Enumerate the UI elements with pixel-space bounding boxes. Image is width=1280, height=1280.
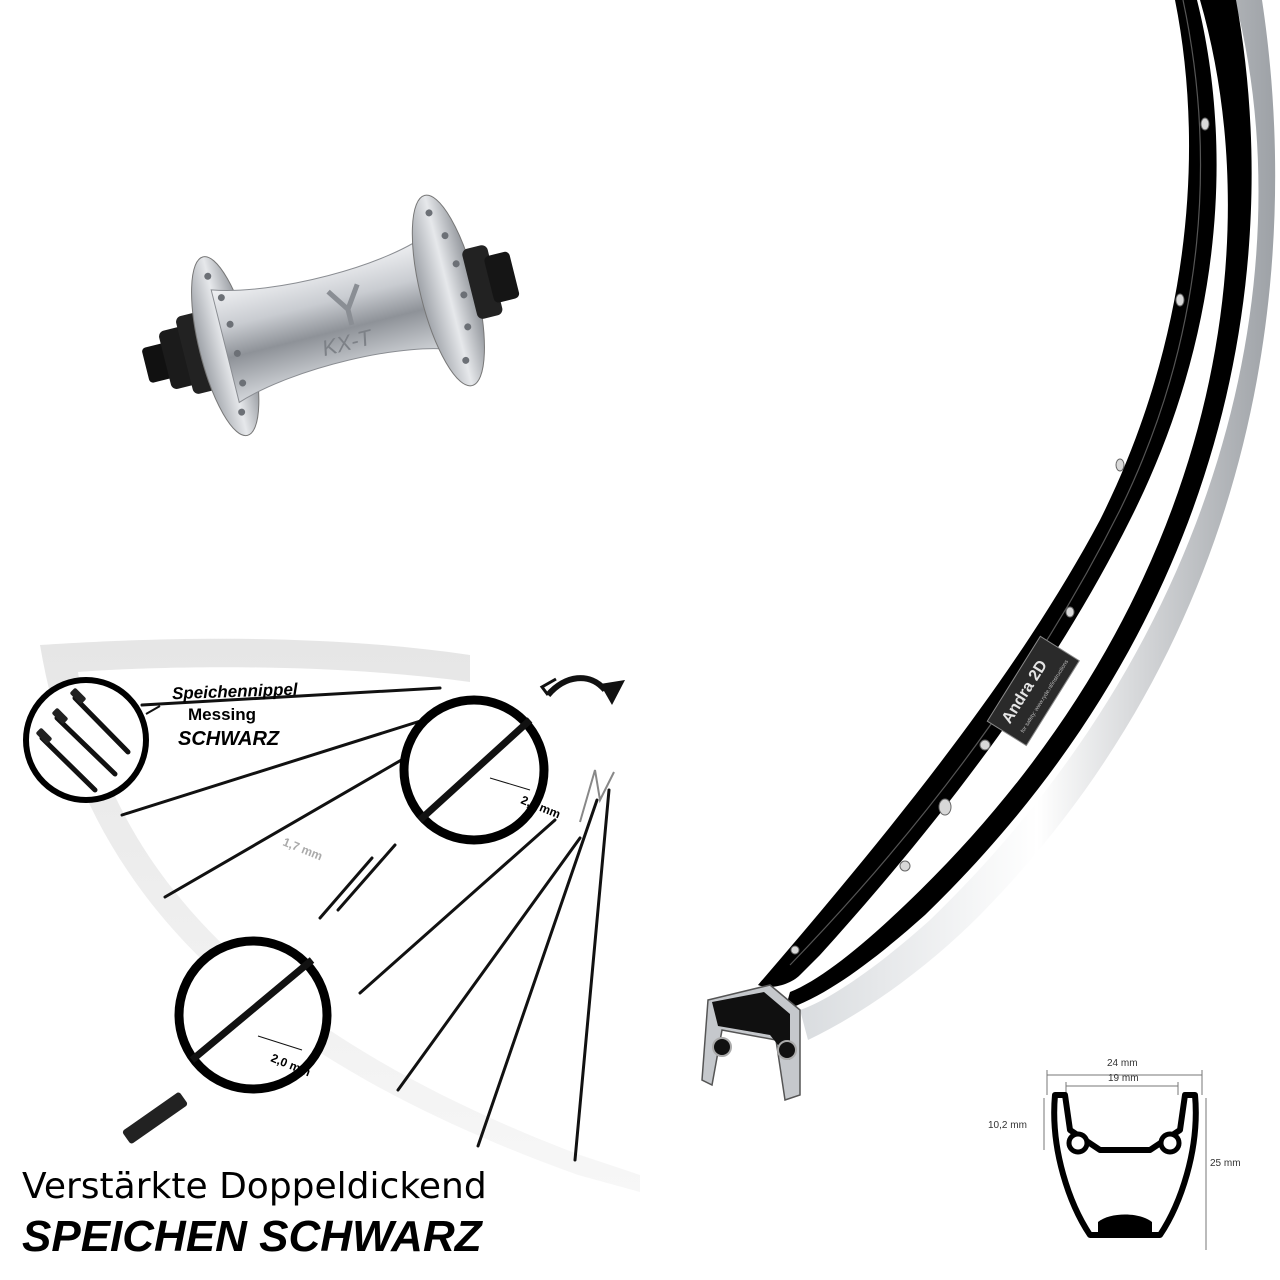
spoke-8 <box>318 856 374 920</box>
spoke-2 <box>163 753 412 899</box>
profile-outer-width: 24 mm <box>1107 1058 1138 1069</box>
headline-line-1: Verstärkte Doppeldickend <box>22 1166 487 1207</box>
spoke-9 <box>336 843 397 912</box>
nipple-label-3: SCHWARZ <box>178 728 280 750</box>
profile-inner-width: 19 mm <box>1108 1073 1139 1084</box>
spoke-head <box>545 675 608 698</box>
spoke-7 <box>573 788 611 1162</box>
headline-line-2: SPEICHEN SCHWARZ <box>22 1212 482 1261</box>
spoke-4 <box>358 818 557 995</box>
spoke-thread-end <box>122 1092 188 1144</box>
profile-total-height: 25 mm <box>1210 1158 1241 1169</box>
profile-side-height: 10,2 mm <box>988 1120 1027 1131</box>
spoke-3 <box>140 686 442 707</box>
spoke-5 <box>396 836 582 1092</box>
spoke-1 <box>120 716 432 817</box>
spoke-6 <box>476 798 599 1148</box>
nipple-label-2: Messing <box>188 705 257 724</box>
